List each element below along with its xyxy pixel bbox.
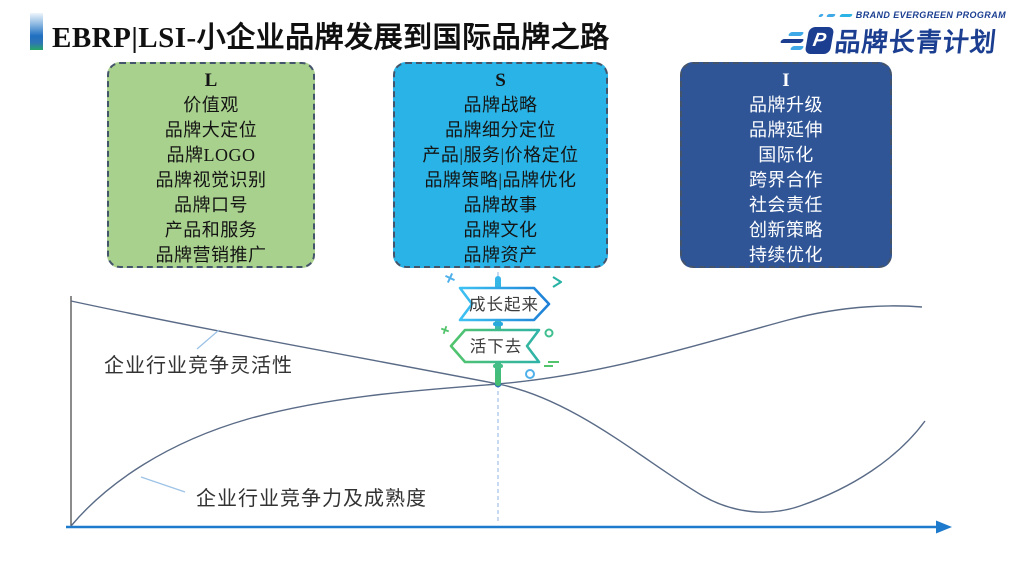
dash-doodle-icon	[544, 361, 559, 367]
logo-tagline-row: BRAND EVERGREEN PROGRAM	[818, 10, 1007, 20]
x-axis-arrow-icon	[936, 520, 952, 534]
maturity-leader-line	[140, 476, 186, 493]
signpost-graphic: 成长起来 活下去	[440, 270, 570, 390]
stage-item: 品牌延伸	[749, 120, 823, 140]
stage-item: 品牌营销推广	[155, 245, 267, 265]
stage-item: 品牌LOGO	[166, 145, 256, 165]
stage-item: 品牌策略|品牌优化	[424, 170, 577, 190]
stage-item: 品牌口号	[174, 195, 248, 215]
sparkle-icon	[445, 273, 455, 283]
stage-item: 持续优化	[749, 245, 823, 265]
flexibility-leader-line	[196, 329, 220, 350]
flexibility-curve	[70, 300, 926, 513]
stage-item: 品牌资产	[463, 245, 538, 265]
arrow-doodle-icon	[552, 276, 563, 288]
stage-item: 品牌故事	[463, 195, 538, 215]
stage-item: 品牌升级	[749, 95, 823, 115]
sign-bottom-label: 活下去	[470, 337, 523, 356]
sign-top-arrow	[458, 286, 551, 322]
stage-letter: I	[782, 70, 790, 91]
stage-box-l: L 价值观 品牌大定位 品牌LOGO 品牌视觉识别 品牌口号 产品和服务 品牌营…	[107, 62, 315, 268]
stage-item: 社会责任	[749, 195, 823, 215]
sign-bottom-arrow	[449, 328, 541, 364]
stage-item: 国际化	[758, 145, 814, 165]
label-flexibility: 企业行业竞争灵活性	[104, 355, 293, 377]
circle-doodle-icon	[525, 369, 535, 379]
pole-collar	[493, 364, 503, 368]
stage-item: 品牌视觉识别	[155, 170, 267, 190]
stage-item: 品牌战略	[463, 95, 538, 115]
stage-item: 价值观	[183, 95, 239, 115]
stage-letter: L	[204, 70, 218, 91]
title-accent-bar	[30, 13, 43, 50]
sparkle-icon	[440, 325, 450, 335]
slide-title: EBRP|LSI-小企业品牌发展到国际品牌之路	[52, 22, 610, 54]
circle-doodle-icon	[544, 328, 554, 338]
stage-item: 品牌细分定位	[445, 120, 556, 140]
brand-logo: BRAND EVERGREEN PROGRAM P 品牌长青计划	[779, 10, 1007, 60]
stage-item: 产品和服务	[164, 220, 258, 240]
stage-item: 品牌大定位	[164, 120, 258, 140]
stage-item: 品牌文化	[463, 220, 538, 240]
stage-item: 产品|服务|价格定位	[422, 145, 579, 165]
signpost-icon: 成长起来 活下去	[440, 273, 563, 386]
stage-letter: S	[495, 70, 506, 91]
stage-item: 创新策略	[749, 220, 823, 240]
sign-top-label: 成长起来	[469, 295, 539, 314]
brand-tagline: BRAND EVERGREEN PROGRAM	[855, 10, 1007, 20]
pole-collar	[493, 322, 503, 326]
stage-box-s: S 品牌战略 品牌细分定位 产品|服务|价格定位 品牌策略|品牌优化 品牌故事 …	[393, 62, 608, 268]
stage-box-i: I 品牌升级 品牌延伸 国际化 跨界合作 社会责任 创新策略 持续优化	[680, 62, 892, 268]
stage-item: 跨界合作	[749, 170, 823, 190]
label-maturity: 企业行业竞争力及成熟度	[196, 488, 427, 510]
